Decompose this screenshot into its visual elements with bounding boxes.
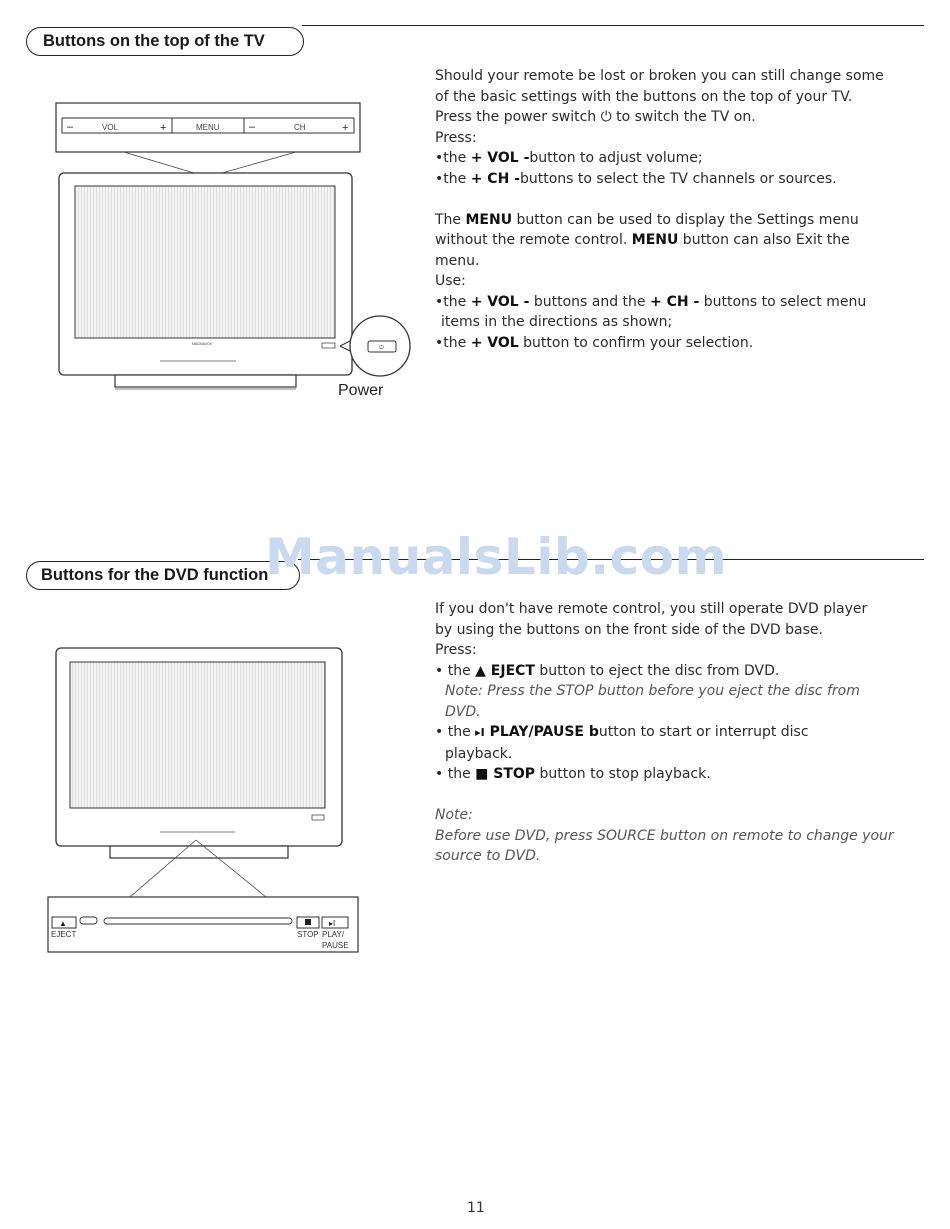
svg-text:▲: ▲ — [59, 919, 67, 928]
menu-line2: without the remote control. MENU button … — [435, 232, 850, 248]
dvd-intro-line1: If you don't have remote control, you st… — [435, 601, 868, 617]
dvd-intro-line2: by using the buttons on the front side o… — [435, 621, 823, 638]
vol-minus-label: – — [67, 121, 74, 133]
section-title-tv-buttons: Buttons on the top of the TV — [26, 27, 304, 56]
para1-line2: of the basic settings with the buttons o… — [435, 88, 853, 105]
dvd-buttons-illustration: ▲ ▸I EJECT STOP PLAY/ PAUSE — [47, 647, 359, 953]
section-divider-top — [302, 25, 924, 26]
bullet-vol: •the + VOL -button to adjust volume; — [435, 150, 703, 166]
disc-slot — [103, 917, 293, 925]
bullet-nav-cont: items in the directions as shown; — [441, 314, 673, 330]
tv-brand: MAGNAVOX — [192, 342, 213, 346]
use-label: Use: — [435, 273, 466, 289]
eject-button — [51, 916, 77, 929]
stop-caption: STOP — [297, 930, 319, 939]
bullet-confirm: •the + VOL button to confirm your select… — [435, 334, 754, 351]
para1-line1: Should your remote be lost or broken you… — [435, 68, 884, 84]
tv2-stand — [109, 845, 289, 859]
eject-note-line2: DVD. — [445, 703, 481, 720]
ch-button-strip — [243, 117, 355, 134]
watermark: ManualsLib.com — [265, 528, 728, 586]
bullet-ch: •the + CH -buttons to select the TV chan… — [435, 170, 837, 187]
page-number: 11 — [467, 1200, 485, 1216]
play-caption: PLAY/ — [322, 930, 345, 939]
menu-line3: menu. — [435, 252, 480, 269]
section2-text: If you don't have remote control, you st… — [435, 599, 935, 867]
vol-plus-label: + — [160, 122, 166, 134]
play-pause-button — [321, 916, 349, 929]
section-divider-dvd — [298, 559, 924, 560]
note-body-line2: source to DVD. — [435, 848, 541, 864]
svg-text:⏻: ⏻ — [379, 344, 384, 351]
bullet-eject: • the ▲ EJECT button to eject the disc f… — [435, 662, 780, 679]
dvd-intro-line3: Press: — [435, 642, 477, 658]
tv-stand — [114, 374, 297, 388]
ch-minus-label: – — [249, 121, 256, 133]
menu-label: MENU — [196, 123, 220, 132]
note-title: Note: — [435, 807, 473, 823]
power-label: Power — [338, 382, 384, 399]
pause-caption: PAUSE — [322, 941, 349, 950]
svg-text:▸I: ▸I — [329, 919, 335, 928]
play-pause-icon: ▸I — [475, 726, 485, 739]
bullet-nav: •the + VOL - buttons and the + CH - butt… — [435, 293, 867, 310]
vol-label: VOL — [102, 123, 119, 132]
eject-caption: EJECT — [51, 930, 76, 939]
bullet-stop: • the ■ STOP button to stop playback. — [435, 766, 711, 782]
tv2-screen — [69, 661, 326, 809]
bullet-play-cont: playback. — [445, 745, 513, 762]
power-switch — [367, 340, 397, 353]
ch-plus-label: + — [342, 122, 348, 134]
para1-line3: Press the power switch ⏻ to switch the T… — [435, 109, 756, 125]
para1-line4: Press: — [435, 129, 477, 146]
eject-note-line1: Note: Press the STOP button before you e… — [445, 683, 860, 699]
menu-line1: The MENU button can be used to display t… — [435, 211, 859, 228]
eject-icon: ▲ — [475, 662, 486, 679]
stop-icon: ■ — [475, 766, 489, 782]
tv-screen — [74, 185, 336, 339]
section1-text: Should your remote be lost or broken you… — [435, 66, 935, 353]
note-body-line1: Before use DVD, press SOURCE button on r… — [435, 827, 894, 844]
section-title-dvd-buttons: Buttons for the DVD function — [26, 561, 300, 590]
ch-label: CH — [294, 123, 306, 132]
bullet-play: • the ▸I PLAY/PAUSE button to start or i… — [435, 724, 809, 740]
tv-top-buttons-illustration: – VOL + MENU – CH + MAGNAVOX ⏻ — [55, 102, 411, 390]
